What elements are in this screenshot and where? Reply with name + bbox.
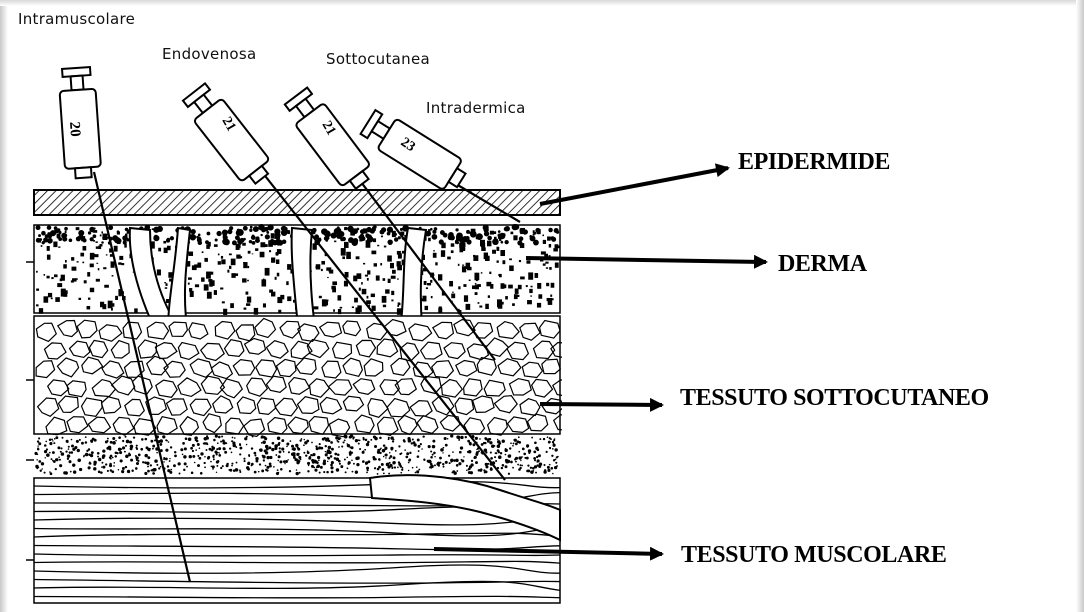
route-label-intramuscular: Intramuscolare bbox=[18, 10, 135, 28]
layer-label-dermis: DERMA bbox=[778, 251, 867, 278]
route-label-subcutaneous: Sottocutanea bbox=[326, 50, 430, 68]
syringe-intradermal bbox=[358, 107, 470, 196]
tissue-block bbox=[34, 190, 575, 603]
arrow-epidermis bbox=[540, 168, 728, 204]
route-label-intravenous: Endovenosa bbox=[162, 45, 256, 63]
left-edge-marks bbox=[26, 262, 34, 560]
syringe-intravenous bbox=[180, 81, 276, 190]
arrow-subcutaneous bbox=[540, 404, 662, 405]
syringe-subcutaneous bbox=[282, 85, 377, 195]
route-label-intradermal: Intradermica bbox=[426, 99, 526, 117]
layer-label-epidermis: EPIDERMIDE bbox=[738, 149, 890, 176]
fascia-band bbox=[34, 434, 558, 475]
syringe-number-20: 20 bbox=[66, 121, 83, 137]
epidermis-layer bbox=[34, 190, 560, 215]
layer-label-subcutaneous: TESSUTO SOTTOCUTANEO bbox=[680, 385, 989, 412]
arrow-dermis bbox=[526, 258, 766, 262]
layer-label-muscle: TESSUTO MUSCOLARE bbox=[681, 542, 947, 569]
